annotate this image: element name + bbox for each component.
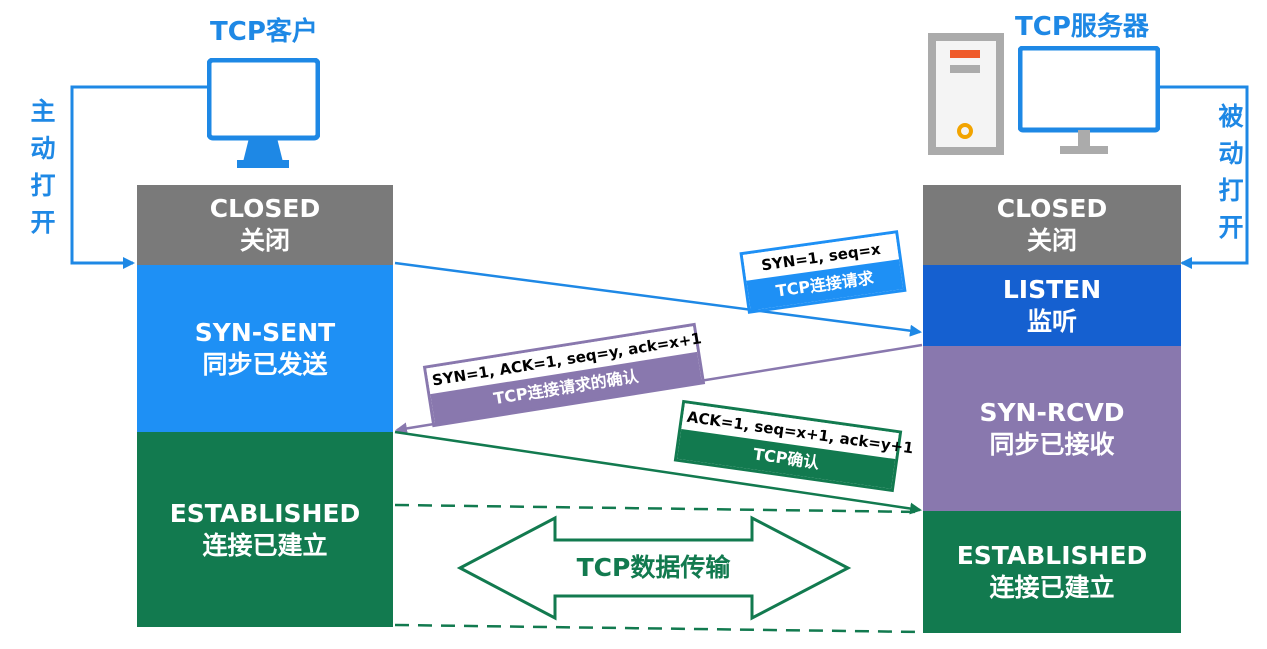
state-name-en: ESTABLISHED bbox=[169, 498, 361, 528]
state-name-zh: 连接已建立 bbox=[989, 573, 1115, 602]
state-name-en: CLOSED bbox=[209, 194, 321, 223]
state-name-en: LISTEN bbox=[1002, 274, 1102, 304]
state-name-zh: 监听 bbox=[1026, 306, 1077, 336]
server-tower-icon bbox=[928, 33, 1004, 155]
monitor-icon bbox=[207, 58, 320, 168]
state-name-en: SYN-SENT bbox=[194, 317, 336, 347]
active-open-label: 主动打开 bbox=[30, 97, 56, 237]
passive-open-label: 被动打开 bbox=[1218, 102, 1244, 242]
client-state-syn-sent: SYN-SENT 同步已发送 bbox=[137, 265, 393, 432]
passive-open-connector bbox=[1160, 85, 1249, 269]
state-name-zh: 关闭 bbox=[239, 226, 290, 255]
state-name-en: CLOSED bbox=[996, 194, 1108, 223]
state-name-zh: 连接已建立 bbox=[202, 530, 328, 560]
syn-arrow bbox=[394, 261, 922, 337]
monitor-icon bbox=[1018, 46, 1160, 154]
server-state-established: ESTABLISHED 连接已建立 bbox=[923, 511, 1181, 633]
server-state-syn-rcvd: SYN-RCVD 同步已接收 bbox=[923, 346, 1181, 511]
active-open-connector bbox=[70, 85, 207, 269]
data-transfer-arrow bbox=[456, 515, 852, 621]
state-name-zh: 同步已发送 bbox=[202, 349, 328, 379]
state-name-zh: 关闭 bbox=[1026, 226, 1077, 255]
ack-arrow bbox=[394, 430, 922, 515]
server-state-closed: CLOSED 关闭 bbox=[923, 185, 1181, 265]
established-dash-top bbox=[394, 503, 923, 514]
data-transfer-label: TCP数据传输 bbox=[576, 553, 731, 582]
client-state-closed: CLOSED 关闭 bbox=[137, 185, 393, 265]
client-state-established: ESTABLISHED 连接已建立 bbox=[137, 432, 393, 627]
established-dash-bottom bbox=[394, 623, 923, 634]
state-name-en: SYN-RCVD bbox=[979, 397, 1125, 427]
server-state-listen: LISTEN 监听 bbox=[923, 265, 1181, 346]
state-name-zh: 同步已接收 bbox=[989, 429, 1115, 459]
client-title: TCP客户 bbox=[210, 17, 318, 47]
state-name-en: ESTABLISHED bbox=[956, 541, 1148, 570]
server-title: TCP服务器 bbox=[1015, 12, 1149, 42]
